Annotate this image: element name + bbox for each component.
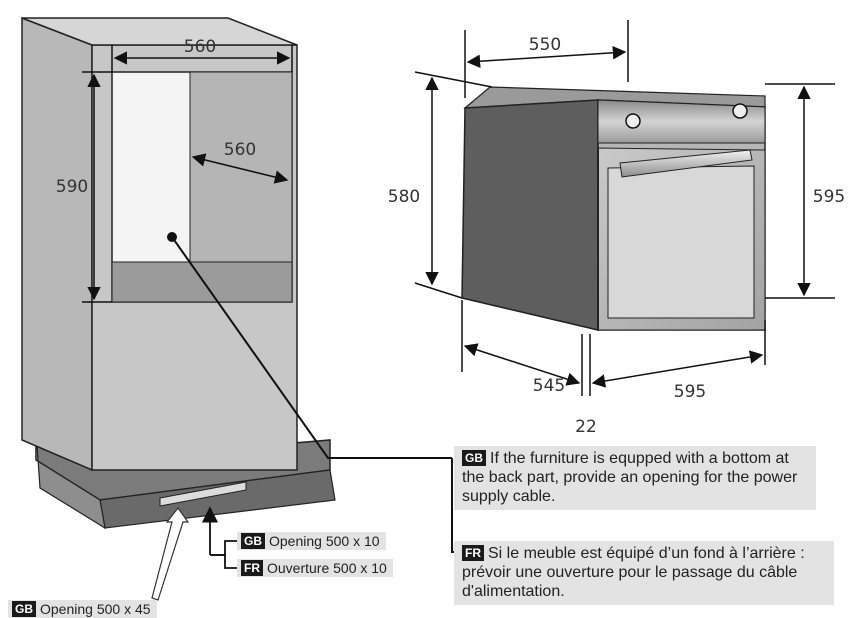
gb-bottom-opening-text: Opening 500 x 45 <box>40 601 151 617</box>
cabinet-height-label: 590 <box>56 177 88 197</box>
oven-front-width-label: 595 <box>674 382 706 402</box>
gb-tag: GB <box>462 450 486 466</box>
fr-opening-text: Ouverture 500 x 10 <box>267 560 387 576</box>
oven-top-depth-label: 550 <box>529 35 561 55</box>
gb-opening-text: Opening 500 x 10 <box>269 533 380 549</box>
oven-front-height-label: 595 <box>813 187 845 207</box>
fr-note-text: Si le meuble est équipé d’un fond à l’ar… <box>462 545 805 600</box>
oven <box>461 86 766 331</box>
oven-bottom-depth-label: 545 <box>533 376 565 396</box>
fr-opening-tag: FR <box>241 560 263 576</box>
fr-tag: FR <box>462 545 484 561</box>
gb-opening-tag: GB <box>241 533 265 549</box>
oven-body-height-label: 580 <box>388 187 420 207</box>
oven-dimension-lines <box>414 20 835 396</box>
cabinet-width-label: 560 <box>184 37 216 57</box>
door-handle <box>619 149 753 178</box>
gb-note-text: If the furniture is equpped with a botto… <box>462 450 798 505</box>
cabinet-depth-label: 560 <box>224 140 256 160</box>
door-thickness-label: 22 <box>575 417 597 437</box>
opening-arrow <box>201 506 238 569</box>
cabinet-dimension-lines <box>82 45 293 303</box>
cabinet <box>21 16 336 530</box>
knob-left-icon <box>625 113 641 129</box>
knob-right-icon <box>732 103 748 119</box>
bottom-opening-arrow <box>151 506 190 601</box>
cable-hole-leader <box>171 236 452 459</box>
gb-bottom-opening-tag: GB <box>12 601 36 617</box>
